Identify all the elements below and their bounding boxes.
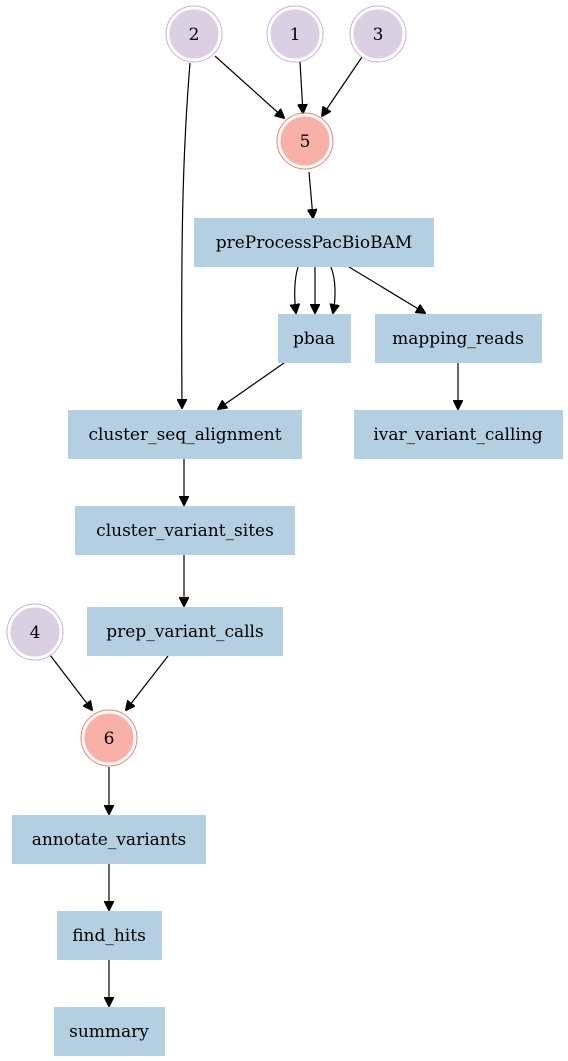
input-node-3-label: 3 <box>373 25 384 45</box>
task-node-pbaa-label: pbaa <box>293 329 335 349</box>
merge-node-5-label: 5 <box>300 132 311 152</box>
merge-node-6[interactable]: 6 <box>80 709 138 767</box>
task-node-summary[interactable]: summary <box>54 1007 165 1056</box>
input-node-1-label: 1 <box>290 25 301 45</box>
task-node-preprocess[interactable]: preProcessPacBioBAM <box>194 218 434 267</box>
task-node-mapping-reads[interactable]: mapping_reads <box>375 314 542 363</box>
edge-pbaa-to-cluster-seq-alignment <box>218 362 285 409</box>
merge-node-5[interactable]: 5 <box>276 112 334 170</box>
input-node-1[interactable]: 1 <box>266 5 324 63</box>
edge-2-to-cluster-seq-alignment <box>182 62 191 408</box>
edge-1-to-5 <box>300 61 303 113</box>
input-node-3[interactable]: 3 <box>349 5 407 63</box>
edge-prep-variant-calls-to-6 <box>126 655 169 710</box>
task-node-find-hits[interactable]: find_hits <box>57 911 162 960</box>
task-node-prep-variant-calls[interactable]: prep_variant_calls <box>87 607 283 656</box>
edges <box>49 55 458 1006</box>
input-node-2-label: 2 <box>189 25 200 45</box>
edge-preprocess-to-pbaa-a <box>295 266 298 313</box>
task-node-mapping-reads-label: mapping_reads <box>392 329 524 349</box>
edge-4-to-6 <box>49 654 92 710</box>
task-node-ivar-variant-calling-label: ivar_variant_calling <box>373 425 542 445</box>
task-node-prep-variant-calls-label: prep_variant_calls <box>106 622 263 642</box>
task-node-ivar-variant-calling[interactable]: ivar_variant_calling <box>354 410 563 459</box>
task-node-cluster-seq-alignment-label: cluster_seq_alignment <box>88 425 281 445</box>
task-node-preprocess-label: preProcessPacBioBAM <box>216 233 413 253</box>
task-node-cluster-variant-sites-label: cluster_variant_sites <box>96 521 274 541</box>
edge-3-to-5 <box>322 56 363 116</box>
merge-node-6-label: 6 <box>104 729 115 749</box>
task-node-annotate-variants[interactable]: annotate_variants <box>12 815 206 864</box>
input-node-4[interactable]: 4 <box>6 603 64 661</box>
input-node-2[interactable]: 2 <box>165 5 223 63</box>
task-node-cluster-seq-alignment[interactable]: cluster_seq_alignment <box>68 410 302 459</box>
task-node-pbaa[interactable]: pbaa <box>278 314 351 363</box>
task-node-annotate-variants-label: annotate_variants <box>32 830 187 850</box>
input-node-4-label: 4 <box>30 623 41 643</box>
edge-preprocess-to-pbaa-c <box>331 266 335 313</box>
edge-2-to-5 <box>214 55 284 118</box>
edge-preprocess-to-mapping-reads <box>348 266 425 313</box>
task-node-cluster-variant-sites[interactable]: cluster_variant_sites <box>75 506 295 555</box>
edge-5-to-preprocess <box>309 171 313 218</box>
task-node-find-hits-label: find_hits <box>72 926 146 946</box>
task-node-summary-label: summary <box>69 1022 149 1042</box>
